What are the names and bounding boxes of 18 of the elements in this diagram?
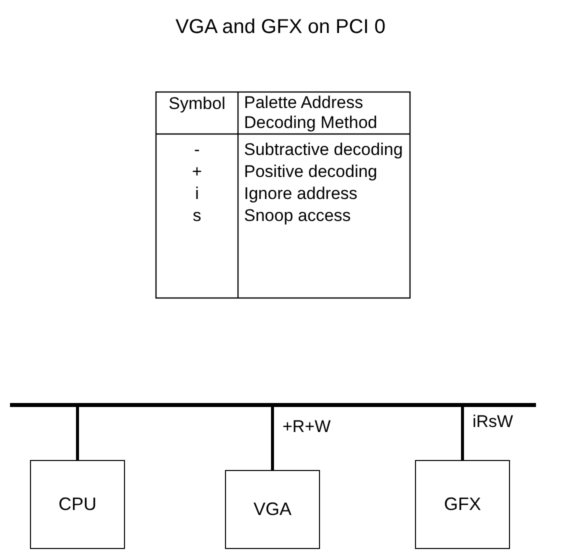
component-box: GFX xyxy=(415,460,510,549)
table-cell-text: Snoop access xyxy=(244,205,352,227)
symbol-cell-text: - xyxy=(193,139,201,161)
component-box: CPU xyxy=(30,460,125,549)
connector-line xyxy=(271,407,274,470)
diagram-title: VGA and GFX on PCI 0 xyxy=(174,16,387,39)
component-box: VGA xyxy=(225,470,320,549)
table-cell-text: Subtractive decoding xyxy=(244,139,404,161)
table-cell-text: Ignore address xyxy=(244,183,358,205)
symbol-cell-text: + xyxy=(191,161,203,183)
table-cell-text: Positive decoding xyxy=(244,161,378,183)
column-header: Palette Address Decoding Method xyxy=(244,93,378,133)
connector-line xyxy=(461,407,464,460)
symbol-cell-text: i xyxy=(194,183,200,205)
column-header: Symbol xyxy=(168,93,226,114)
bus-bar xyxy=(10,403,536,407)
connector-line xyxy=(76,407,79,460)
symbol-cell-text: s xyxy=(192,205,202,227)
